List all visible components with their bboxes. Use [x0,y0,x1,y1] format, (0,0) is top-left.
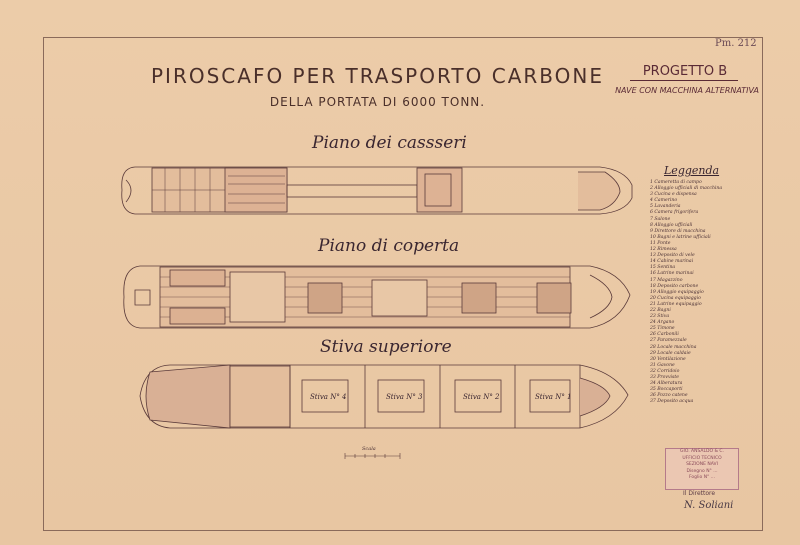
stamp-line: Foglio N° ... [688,475,716,480]
legend-item: 18 Deposito carbone [650,283,699,289]
project-label: PROGETTO B [642,64,728,79]
legend-item: 11 Ponte [650,240,671,246]
hold-label-2: Stiva N° 2 [463,393,500,401]
hold-label-4: Stiva N° 4 [310,393,347,401]
legend-item: 23 Stiva [650,314,670,320]
director-label: Il Direttore [683,490,716,497]
hold-label-1: Stiva N° 1 [535,393,572,401]
plan-title-coperta: Piano di coperta [318,236,460,256]
legend-item: 17 Magazzino [650,277,683,283]
stamp-line: GIO. ANSALDO & C. [680,449,724,454]
drawing-title: PIROSCAFO PER TRASPORTO CARBONE [151,64,604,88]
director-signature: N. Soliani [684,500,734,511]
legend-item: 4 Camerino [650,198,678,204]
legend-item: 13 Deposito di vele [650,253,695,259]
legend-item: 3 Cucina e dispensa [650,192,697,198]
legend-item: 5 Lavanderia [650,204,681,210]
legend-item: 33 Provviste [650,375,679,380]
project-underline [630,80,738,81]
legend-title: Leggenda [664,164,720,177]
legend-item: 6 Camera frigorifera [650,210,699,216]
legend-item: 19 Alloggio equipaggio [650,289,704,295]
legend-item: 15 Sentina [650,265,676,271]
drawing-subtitle: DELLA PORTATA DI 6000 TONN. [269,95,486,109]
legend-item: 37 Deposito acqua [650,399,694,405]
plan-cassseri [121,166,633,215]
scale-bar [344,453,401,459]
plan-coperta [123,265,631,329]
legend-item: 26 Carbonili [650,332,679,338]
legend-item: 2 Alloggio ufficiali di macchina [650,186,723,192]
legend-item: 31 Gavone [650,362,675,368]
legend-item: 7 Salone [650,216,671,222]
scale-label: Scala [362,446,376,452]
legend-item: 29 Locale caldaie [650,350,691,356]
legend-item: 12 Rimessa [650,247,677,253]
legend-item: 14 Cabine marinai [650,259,694,265]
legend-item: 8 Alloggio ufficiali [650,222,693,228]
stamp-line: UFFICIO TECNICO [682,455,722,461]
legend-item: 1 Cameretta di campo [650,180,702,185]
company-stamp: GIO. ANSALDO & C. UFFICIO TECNICO SEZION… [665,448,739,490]
legend-item: 9 Direttore di macchina [650,228,706,234]
legend-item: 20 Cucina equipaggio [650,295,701,301]
sheet-border [43,37,763,531]
legend-item: 16 Latrine marinai [650,271,694,277]
legend-item: 28 Locale macchina [650,344,697,350]
project-note: NAVE CON MACCHINA ALTERNATIVA [615,86,759,95]
legend-item: 21 Latrine equipaggio [650,301,702,307]
stamp-line: Disegno N° ... [686,468,718,474]
legend-item: 22 Bagni [650,307,671,313]
legend-item: 35 Boccaporti [650,387,683,393]
plan-title-stiva: Stiva superiore [320,337,452,357]
legend-item: 36 Pozzo catene [650,393,688,399]
legend-item: 32 Corridoio [650,368,680,374]
legend-item: 10 Bagni e latrine ufficiali [650,234,711,240]
plan-stiva [139,364,629,429]
legend-item: 34 Alberatura [650,381,683,387]
legend-item: 27 Paramezzale [650,338,687,344]
legend-item: 24 Argano [650,320,675,326]
stamp-line: SEZIONE NAVI [686,462,718,467]
hold-label-3: Stiva N° 3 [386,393,423,401]
corner-reference: Pm. 212 [715,38,757,49]
plan-title-cassseri: Piano dei cassseri [312,133,467,153]
legend-item: 25 Timone [650,326,675,332]
legend-item: 30 Ventilazione [650,356,686,362]
